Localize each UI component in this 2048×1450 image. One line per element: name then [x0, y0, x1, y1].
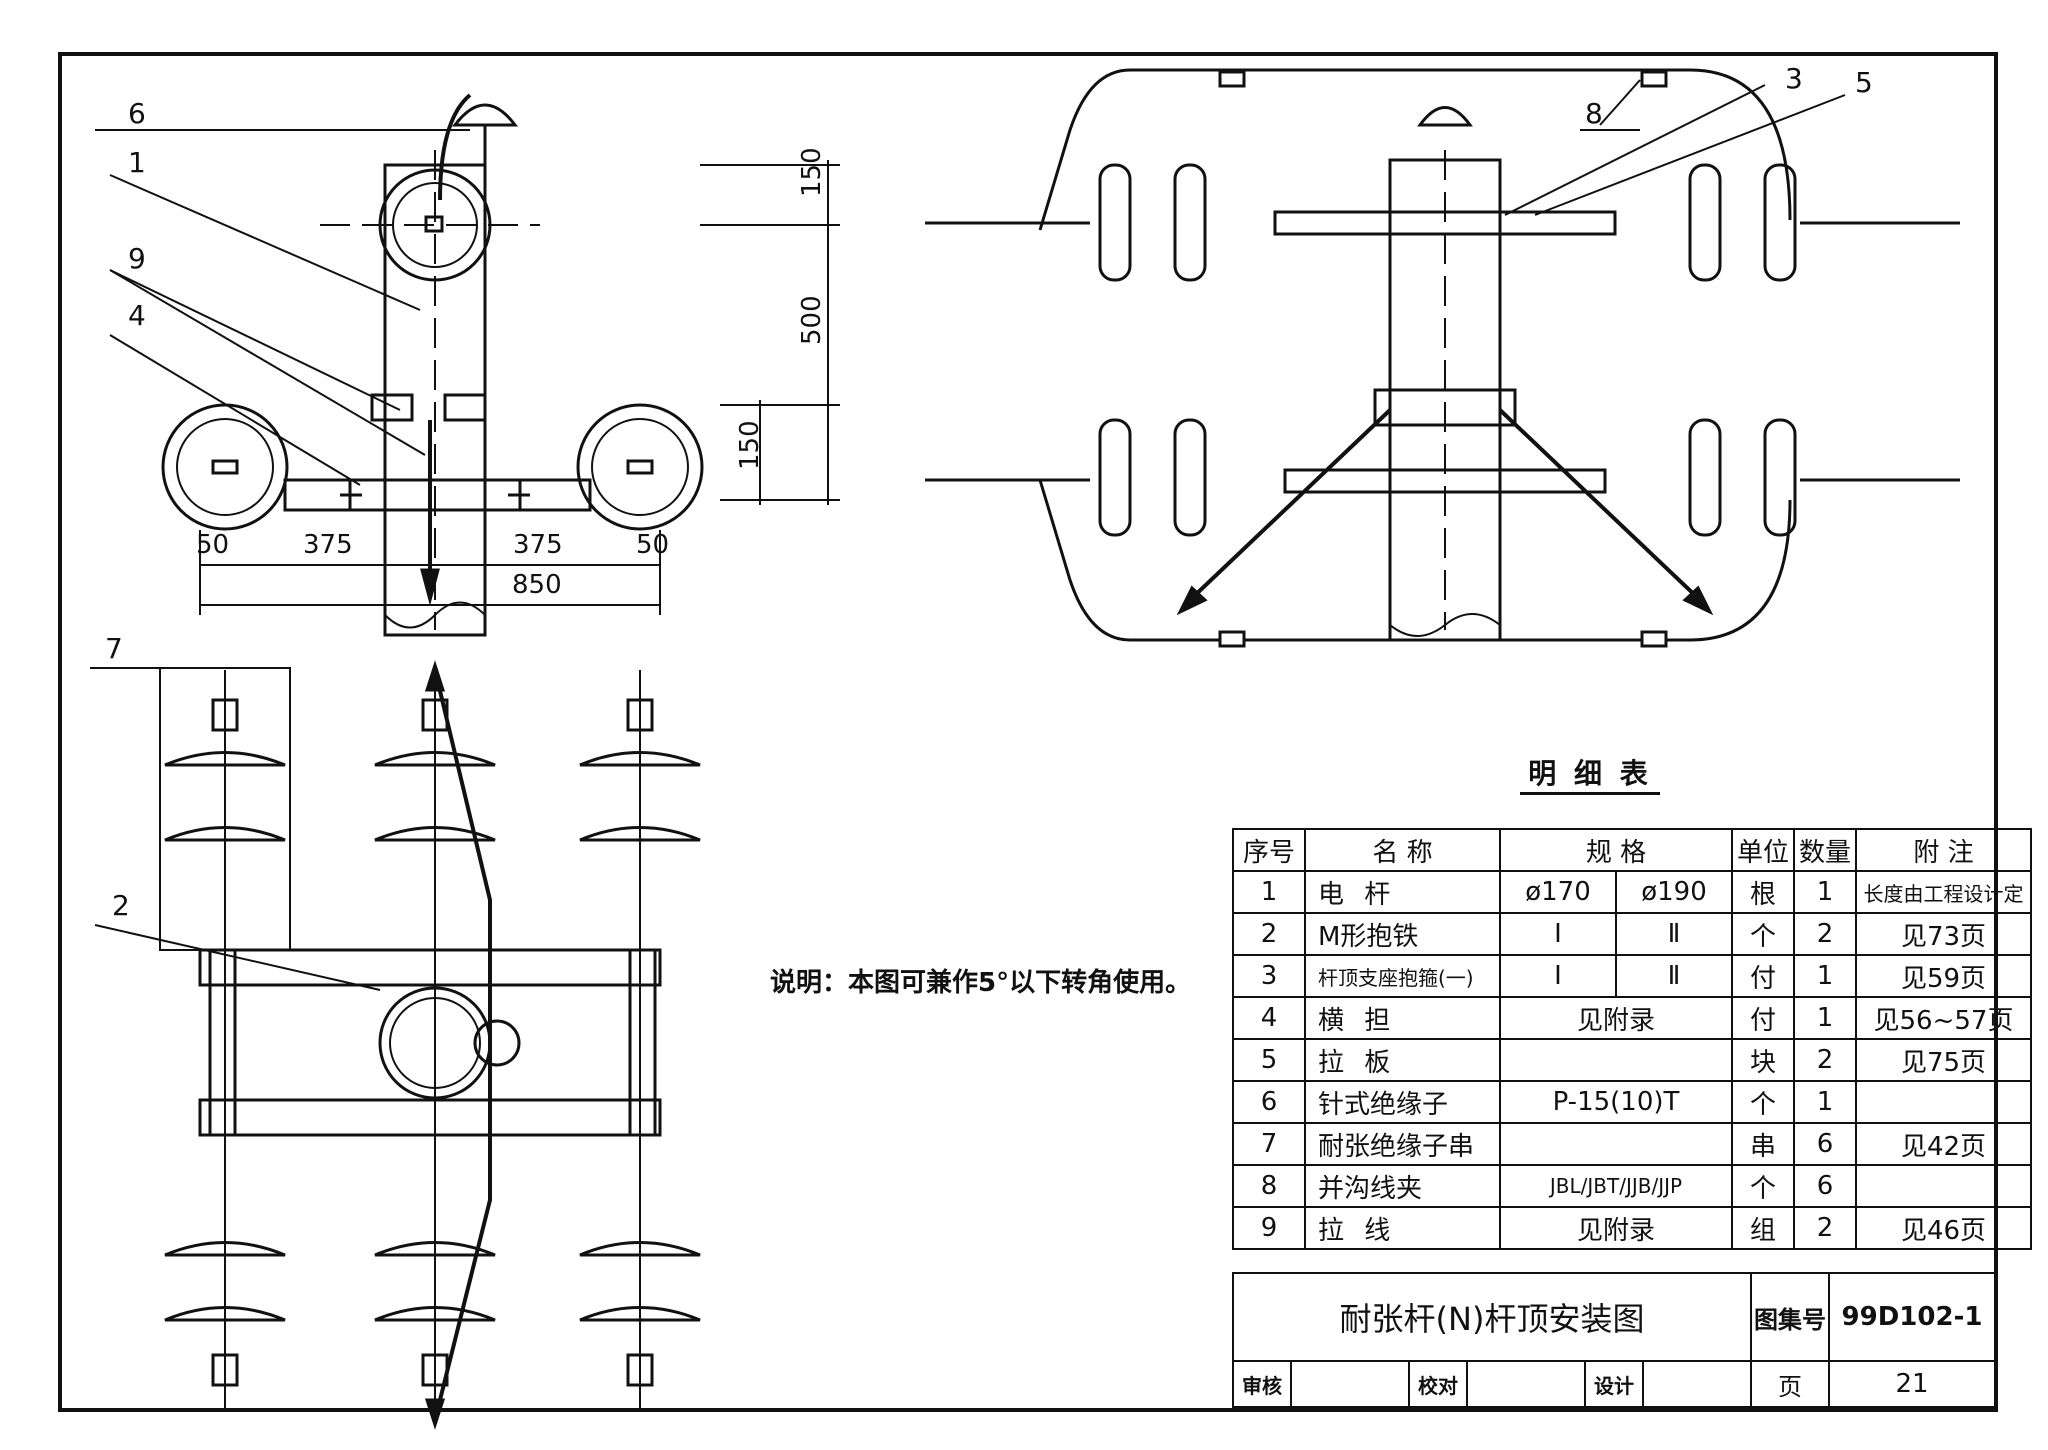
pin-insulator [451, 103, 519, 127]
dim-150-top: 150 [797, 147, 827, 197]
col-unit: 单位 [1731, 828, 1795, 872]
callout-3: 3 [1785, 62, 1803, 95]
lower-crossarm [1283, 468, 1607, 494]
check-label: 校对 [1408, 1360, 1468, 1408]
dim-375-right: 375 [513, 530, 563, 560]
col-name: 名 称 [1304, 828, 1501, 872]
crossarm-elevation [283, 478, 592, 512]
dim-850: 850 [512, 570, 562, 600]
page-number: 21 [1828, 1360, 1996, 1408]
callout-6: 6 [128, 97, 146, 130]
col-note: 附 注 [1855, 828, 2032, 872]
drawing-frame [58, 52, 1998, 1412]
dim-50-left: 50 [196, 530, 229, 560]
pole-front [1388, 158, 1502, 642]
drawing-title: 耐张杆(N)杆顶安装图 [1232, 1272, 1752, 1362]
dim-375-left: 375 [303, 530, 353, 560]
insulator-disc-left [161, 403, 289, 531]
bom-title-underline [1520, 792, 1660, 795]
lower-clamp [1373, 388, 1517, 427]
atlas-label: 图集号 [1750, 1272, 1830, 1362]
m-clamp [370, 393, 414, 422]
page-label: 页 [1750, 1360, 1830, 1408]
callout-8: 8 [1585, 97, 1603, 130]
design-signature [1642, 1360, 1752, 1408]
callout-2: 2 [112, 889, 130, 922]
dim-500: 500 [797, 295, 827, 345]
plan-crossarm-bottom [198, 1098, 662, 1137]
elevation-view [95, 93, 840, 637]
dim-150-bottom: 150 [735, 420, 765, 470]
design-label: 设计 [1584, 1360, 1644, 1408]
plan-view [90, 660, 701, 1430]
bom-header-row: 序号 名 称 规 格 单位 数量 附 注 [1232, 828, 2032, 872]
callout-5: 5 [1855, 66, 1873, 99]
top-crossarm [1273, 210, 1617, 236]
col-no: 序号 [1232, 828, 1306, 872]
plan-crossarm-top [198, 948, 662, 987]
bom-title: 明 细 表 [1528, 757, 1652, 790]
callout-1: 1 [128, 146, 146, 179]
callout-4: 4 [128, 299, 146, 332]
callout-7: 7 [105, 632, 123, 665]
drawing-note: 说明：本图可兼作5°以下转角使用。 [770, 968, 1192, 998]
front-view [925, 68, 1960, 648]
atlas-number: 99D102-1 [1828, 1272, 1996, 1362]
insulator-disc-right [576, 403, 704, 531]
callout-9: 9 [128, 242, 146, 275]
col-spec: 规 格 [1499, 828, 1733, 872]
check-signature [1466, 1360, 1586, 1408]
dim-50-right: 50 [636, 530, 669, 560]
review-signature [1290, 1360, 1410, 1408]
review-label: 审核 [1232, 1360, 1292, 1408]
col-qty: 数量 [1793, 828, 1857, 872]
